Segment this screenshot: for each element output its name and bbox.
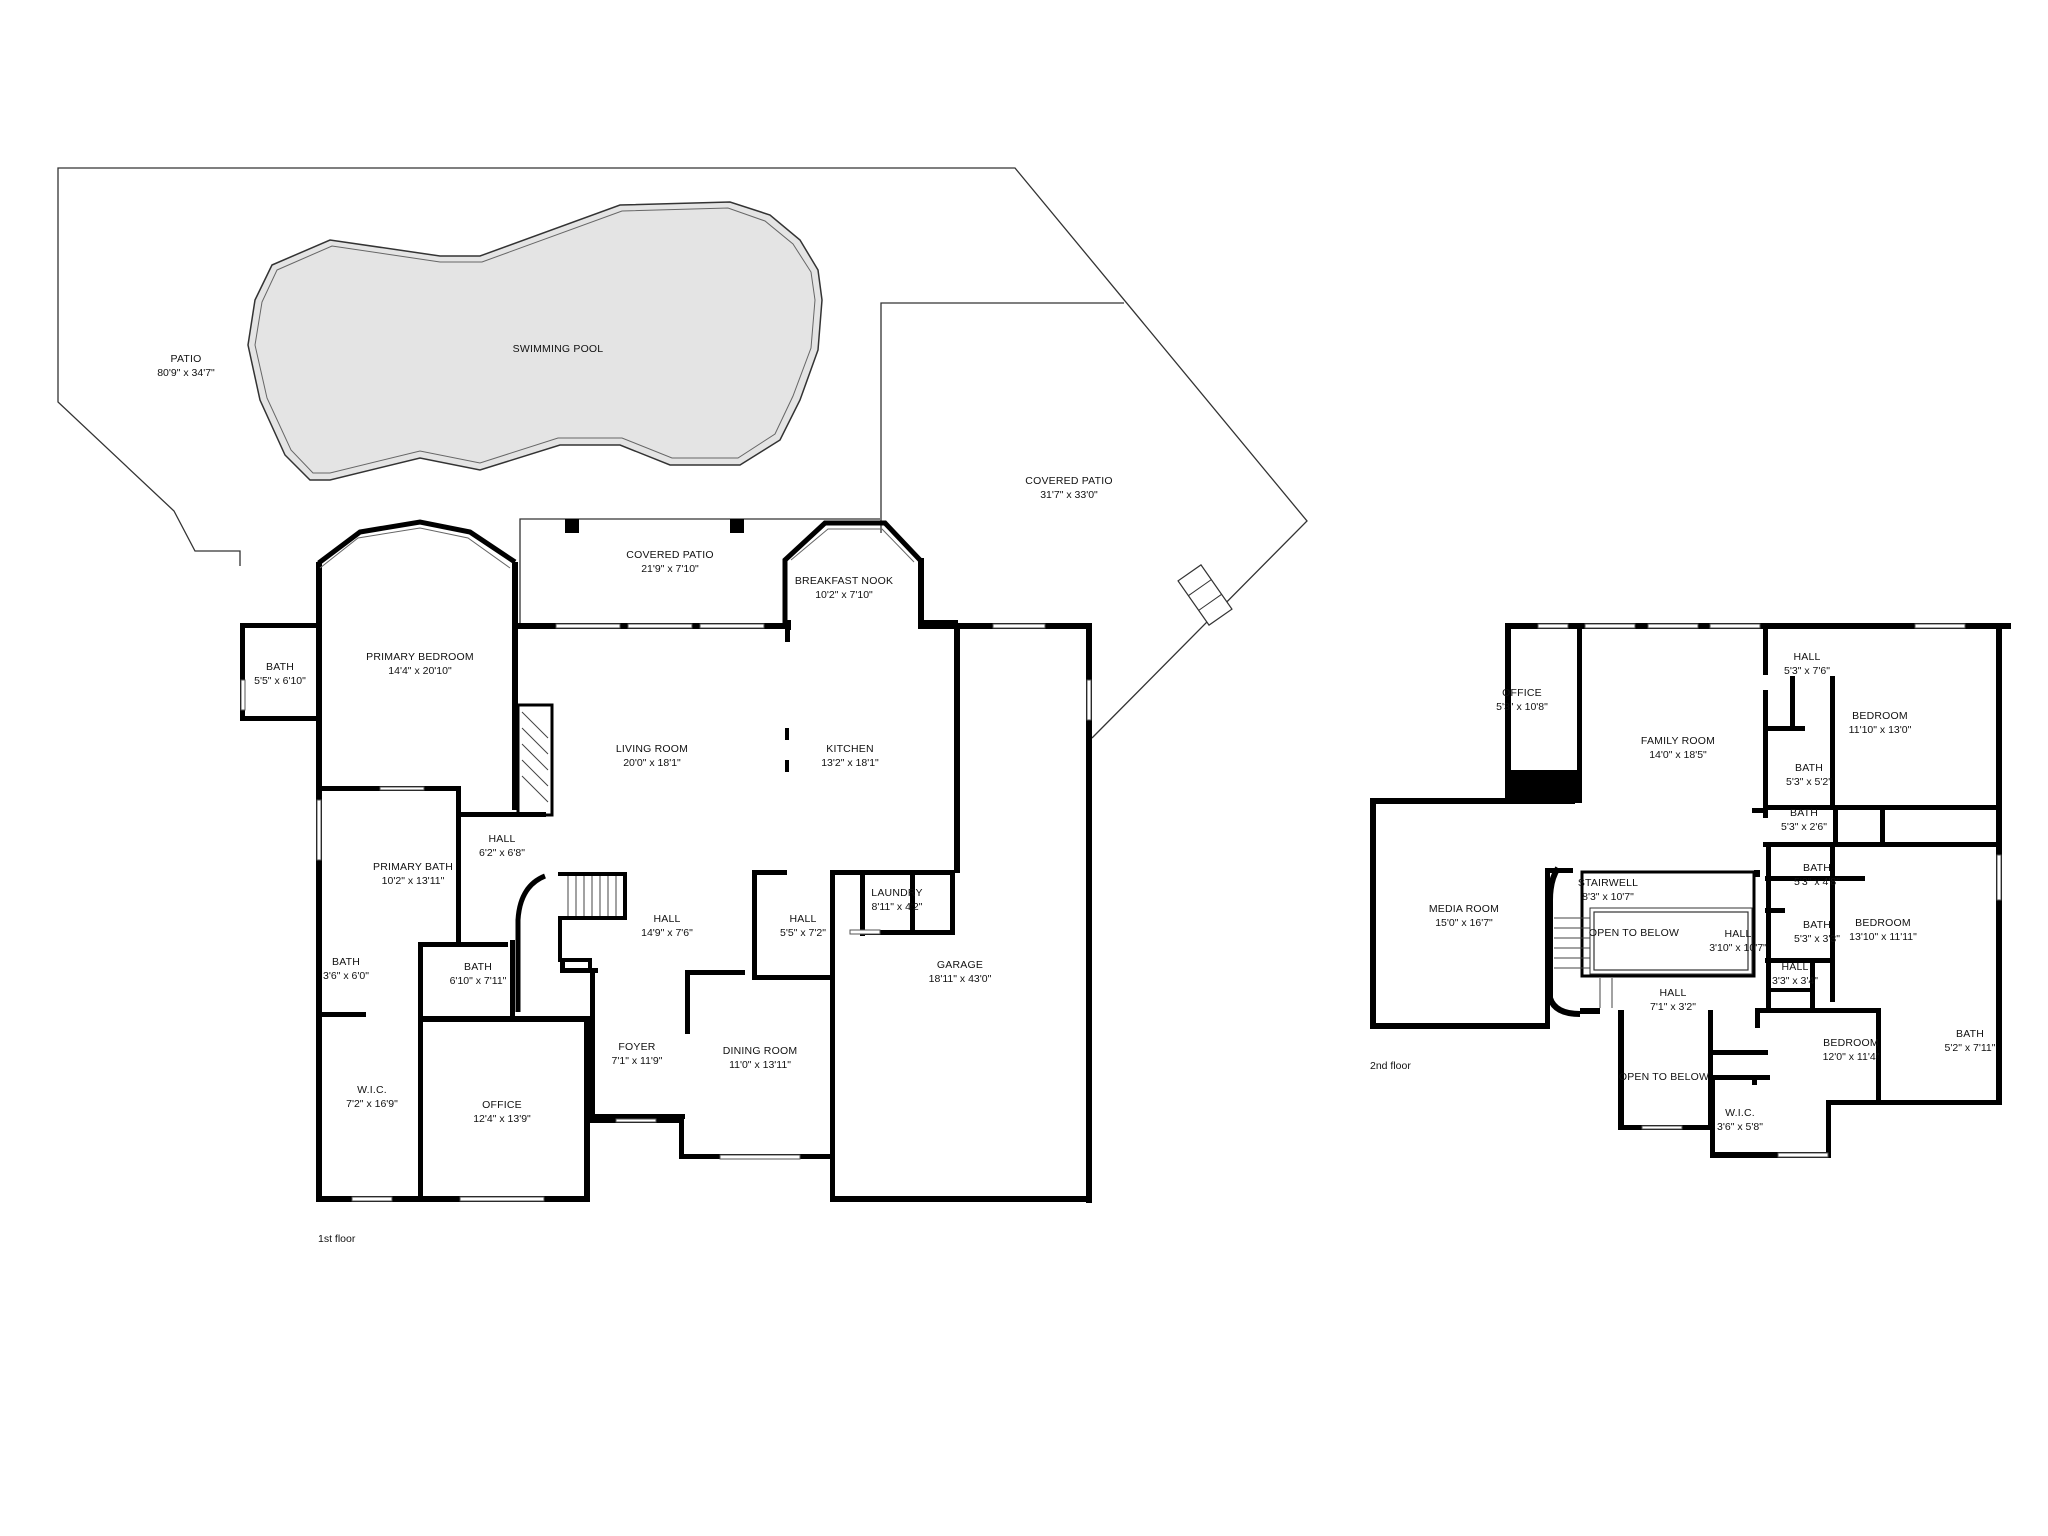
- room-dimensions: 5'5" x 6'10": [254, 675, 306, 687]
- room-name-open-to-below: OPEN TO BELOW: [1589, 927, 1679, 939]
- room-name-bath: BATH: [1956, 1028, 1984, 1040]
- room-dimensions: 5'3" x 4'8": [1794, 876, 1840, 888]
- room-name-primary-bedroom: PRIMARY BEDROOM: [366, 651, 474, 663]
- room-name-breakfast-nook: BREAKFAST NOOK: [795, 575, 893, 587]
- room-dimensions: 13'2" x 18'1": [821, 757, 879, 769]
- room-name-dining-room: DINING ROOM: [723, 1045, 798, 1057]
- room-dimensions: 3'6" x 6'0": [323, 970, 369, 982]
- room-name-bath: BATH: [1803, 919, 1831, 931]
- room-name-w-i-c: W.I.C.: [1725, 1107, 1755, 1119]
- room-dimensions: 8'11" x 4'2": [872, 901, 923, 913]
- room-dimensions: 3'3" x 3'4": [1772, 975, 1818, 987]
- room-dimensions: 20'0" x 18'1": [623, 757, 681, 769]
- room-dimensions: 11'0" x 13'11": [729, 1059, 791, 1071]
- room-dimensions: 15'0" x 16'7": [1435, 917, 1493, 929]
- room-dimensions: 13'10" x 11'11": [1849, 931, 1917, 943]
- room-labels: PATIO 80'9" x 34'7" SWIMMING POOL COVERED P…: [157, 343, 1996, 1133]
- covered-patio-east: [880, 302, 1233, 626]
- room-dimensions: 5'3" x 7'6": [1784, 665, 1830, 677]
- room-dimensions: 18'11" x 43'0": [929, 973, 992, 985]
- room-name-hall: HALL: [653, 913, 680, 925]
- room-name-kitchen: KITCHEN: [826, 743, 874, 755]
- room-dimensions: 3'6" x 5'8": [1717, 1121, 1763, 1133]
- room-name-laundry: LAUNDRY: [871, 887, 922, 899]
- room-dimensions: 14'4" x 20'10": [388, 665, 452, 677]
- room-name-covered-patio: COVERED PATIO: [1025, 475, 1112, 487]
- room-dimensions: 7'1" x 3'2": [1650, 1001, 1696, 1013]
- room-dimensions: 7'2" x 16'9": [346, 1098, 398, 1110]
- room-dimensions: 21'9" x 7'10": [641, 563, 699, 575]
- floor-label-2nd: 2nd floor: [1370, 1060, 1411, 1072]
- room-name-bath: BATH: [266, 661, 294, 673]
- floor-label-1st: 1st floor: [318, 1233, 356, 1245]
- room-name-stairwell: STAIRWELL: [1578, 877, 1638, 889]
- room-name-hall: HALL: [1781, 961, 1808, 973]
- room-name-foyer: FOYER: [618, 1041, 655, 1053]
- room-dimensions: 12'0" x 11'4": [1823, 1051, 1880, 1063]
- room-name-hall: HALL: [1793, 651, 1820, 663]
- room-dimensions: 14'0" x 18'5": [1649, 749, 1707, 761]
- room-dimensions: 14'9" x 7'6": [641, 927, 693, 939]
- room-name-covered-patio: COVERED PATIO: [626, 549, 713, 561]
- room-dimensions: 5'2" x 7'11": [1945, 1042, 1996, 1054]
- room-name-bath: BATH: [464, 961, 492, 973]
- room-name-family-room: FAMILY ROOM: [1641, 735, 1715, 747]
- room-dimensions: 11'10" x 13'0": [1849, 724, 1912, 736]
- room-dimensions: 12'4" x 13'9": [473, 1113, 531, 1125]
- covered-patio-north: [519, 518, 880, 623]
- second-floor-windows: [1537, 623, 2002, 1158]
- room-dimensions: 5'3" x 3'3": [1794, 933, 1840, 945]
- room-dimensions: 6'2" x 6'8": [479, 847, 525, 859]
- room-name-garage: GARAGE: [937, 959, 983, 971]
- room-dimensions: 80'9" x 34'7": [157, 367, 215, 379]
- room-dimensions: 5'5" x 7'2": [780, 927, 826, 939]
- room-name-hall: HALL: [1659, 987, 1686, 999]
- room-name-patio: PATIO: [171, 353, 202, 365]
- room-name-media-room: MEDIA ROOM: [1429, 903, 1499, 915]
- room-name-bedroom: BEDROOM: [1855, 917, 1911, 929]
- first-floor-windows: [240, 623, 1092, 1202]
- room-name-bath: BATH: [1795, 762, 1823, 774]
- room-name-open-to-below: OPEN TO BELOW: [1619, 1071, 1709, 1083]
- room-dimensions: 5'3" x 10'8": [1496, 701, 1548, 713]
- room-name-swimming-pool: SWIMMING POOL: [513, 343, 604, 355]
- room-name-hall: HALL: [789, 913, 816, 925]
- room-dimensions: 6'10" x 7'11": [450, 975, 507, 987]
- room-name-bath: BATH: [1803, 862, 1831, 874]
- room-dimensions: 5'3" x 2'6": [1781, 821, 1827, 833]
- room-dimensions: 5'3" x 5'2": [1786, 776, 1832, 788]
- room-name-bath: BATH: [1790, 807, 1818, 819]
- room-name-primary-bath: PRIMARY BATH: [373, 861, 453, 873]
- room-dimensions: 3'10" x 10'7": [1709, 942, 1767, 954]
- swimming-pool: [247, 201, 823, 481]
- room-dimensions: 31'7" x 33'0": [1040, 489, 1098, 501]
- room-name-bedroom: BEDROOM: [1823, 1037, 1879, 1049]
- room-name-hall: HALL: [488, 833, 515, 845]
- room-dimensions: 10'2" x 13'11": [382, 875, 445, 887]
- room-dimensions: 7'1" x 11'9": [612, 1055, 663, 1067]
- room-dimensions: 10'2" x 7'10": [815, 589, 873, 601]
- room-name-bath: BATH: [332, 956, 360, 968]
- room-dimensions: 8'3" x 10'7": [1582, 891, 1634, 903]
- room-name-w-i-c: W.I.C.: [357, 1084, 387, 1096]
- patio-area: [57, 167, 1308, 739]
- room-name-office: OFFICE: [1502, 687, 1542, 699]
- room-name-bedroom: BEDROOM: [1852, 710, 1908, 722]
- room-name-office: OFFICE: [482, 1099, 522, 1111]
- room-name-living-room: LIVING ROOM: [616, 743, 688, 755]
- room-name-hall: HALL: [1724, 928, 1751, 940]
